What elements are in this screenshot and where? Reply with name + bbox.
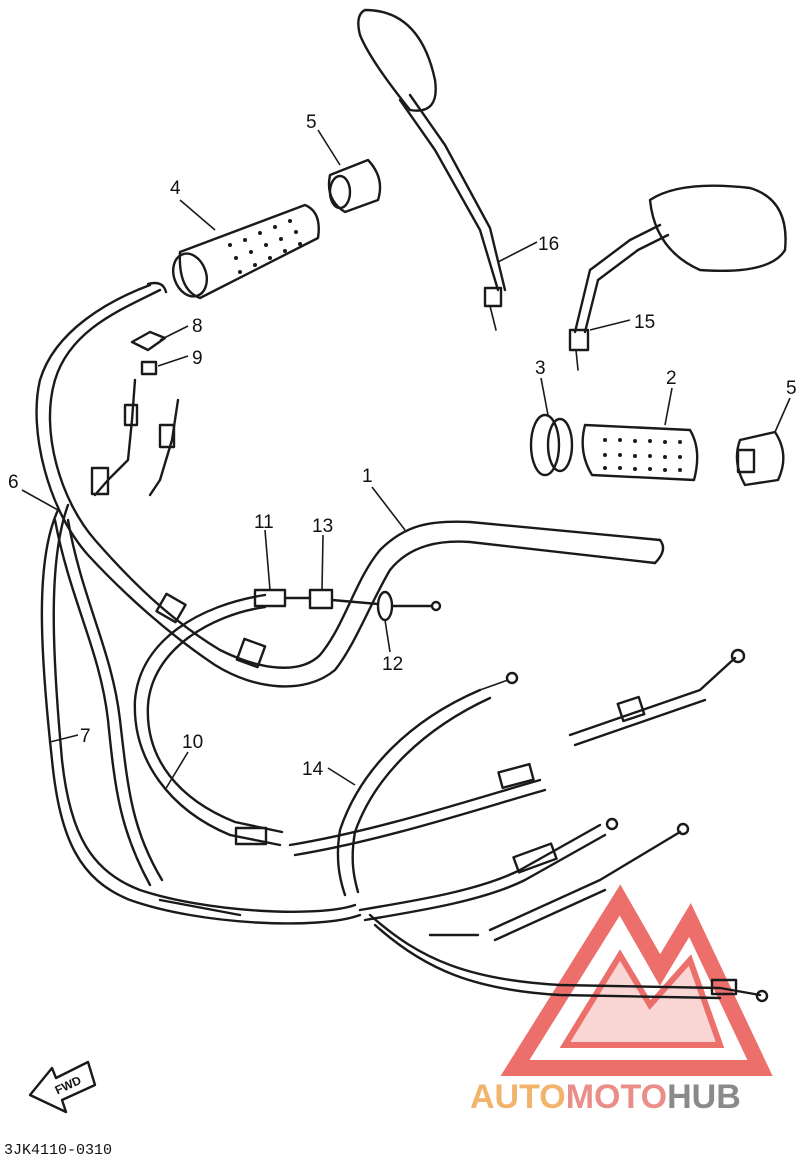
throttle-grip	[171, 203, 320, 300]
holder-plate	[130, 330, 167, 352]
clutch-cable-10	[133, 588, 287, 847]
mirror-left	[357, 8, 507, 331]
watermark-text: AUTOMOTOHUB	[470, 1078, 741, 1116]
callout-14: 14	[302, 759, 324, 780]
handlebar	[35, 281, 665, 688]
throttle-cable-6	[40, 503, 362, 925]
callout-5-right: 5	[786, 378, 797, 399]
fwd-arrow-icon: FWD	[28, 1060, 97, 1114]
callout-6: 6	[8, 472, 19, 493]
drawing-code: 3JK4110-0310	[4, 1142, 112, 1158]
lower-cables	[158, 648, 769, 1003]
grip-collar	[529, 413, 574, 477]
throttle-cable-7	[53, 518, 164, 887]
callout-5-left: 5	[306, 112, 317, 133]
callout-15: 15	[634, 312, 655, 333]
watermark-moto: MOTO	[566, 1078, 667, 1116]
cable-14	[336, 671, 519, 897]
callout-4: 4	[170, 178, 181, 199]
callout-12: 12	[382, 654, 403, 675]
bar-end-weight-left	[327, 158, 382, 214]
callout-1: 1	[362, 466, 373, 487]
automotohub-logo-icon	[500, 884, 773, 1076]
callout-3: 3	[535, 358, 546, 379]
callout-11: 11	[254, 512, 274, 533]
callout-7: 7	[80, 726, 91, 747]
callout-9: 9	[192, 348, 203, 369]
callout-13: 13	[312, 516, 333, 537]
holder-screw	[140, 360, 158, 376]
cable-adjuster	[283, 588, 442, 622]
callout-2: 2	[666, 368, 677, 389]
callout-10: 10	[182, 732, 203, 753]
right-grip	[581, 423, 699, 482]
mirror-right	[568, 184, 787, 371]
callout-16: 16	[538, 234, 559, 255]
throttle-cable-ends	[90, 378, 180, 497]
watermark-auto: AUTO	[470, 1078, 566, 1116]
bar-end-weight-right	[735, 430, 785, 487]
leader-lines	[21, 129, 791, 791]
watermark-hub: HUB	[667, 1078, 741, 1116]
callout-8: 8	[192, 316, 203, 337]
